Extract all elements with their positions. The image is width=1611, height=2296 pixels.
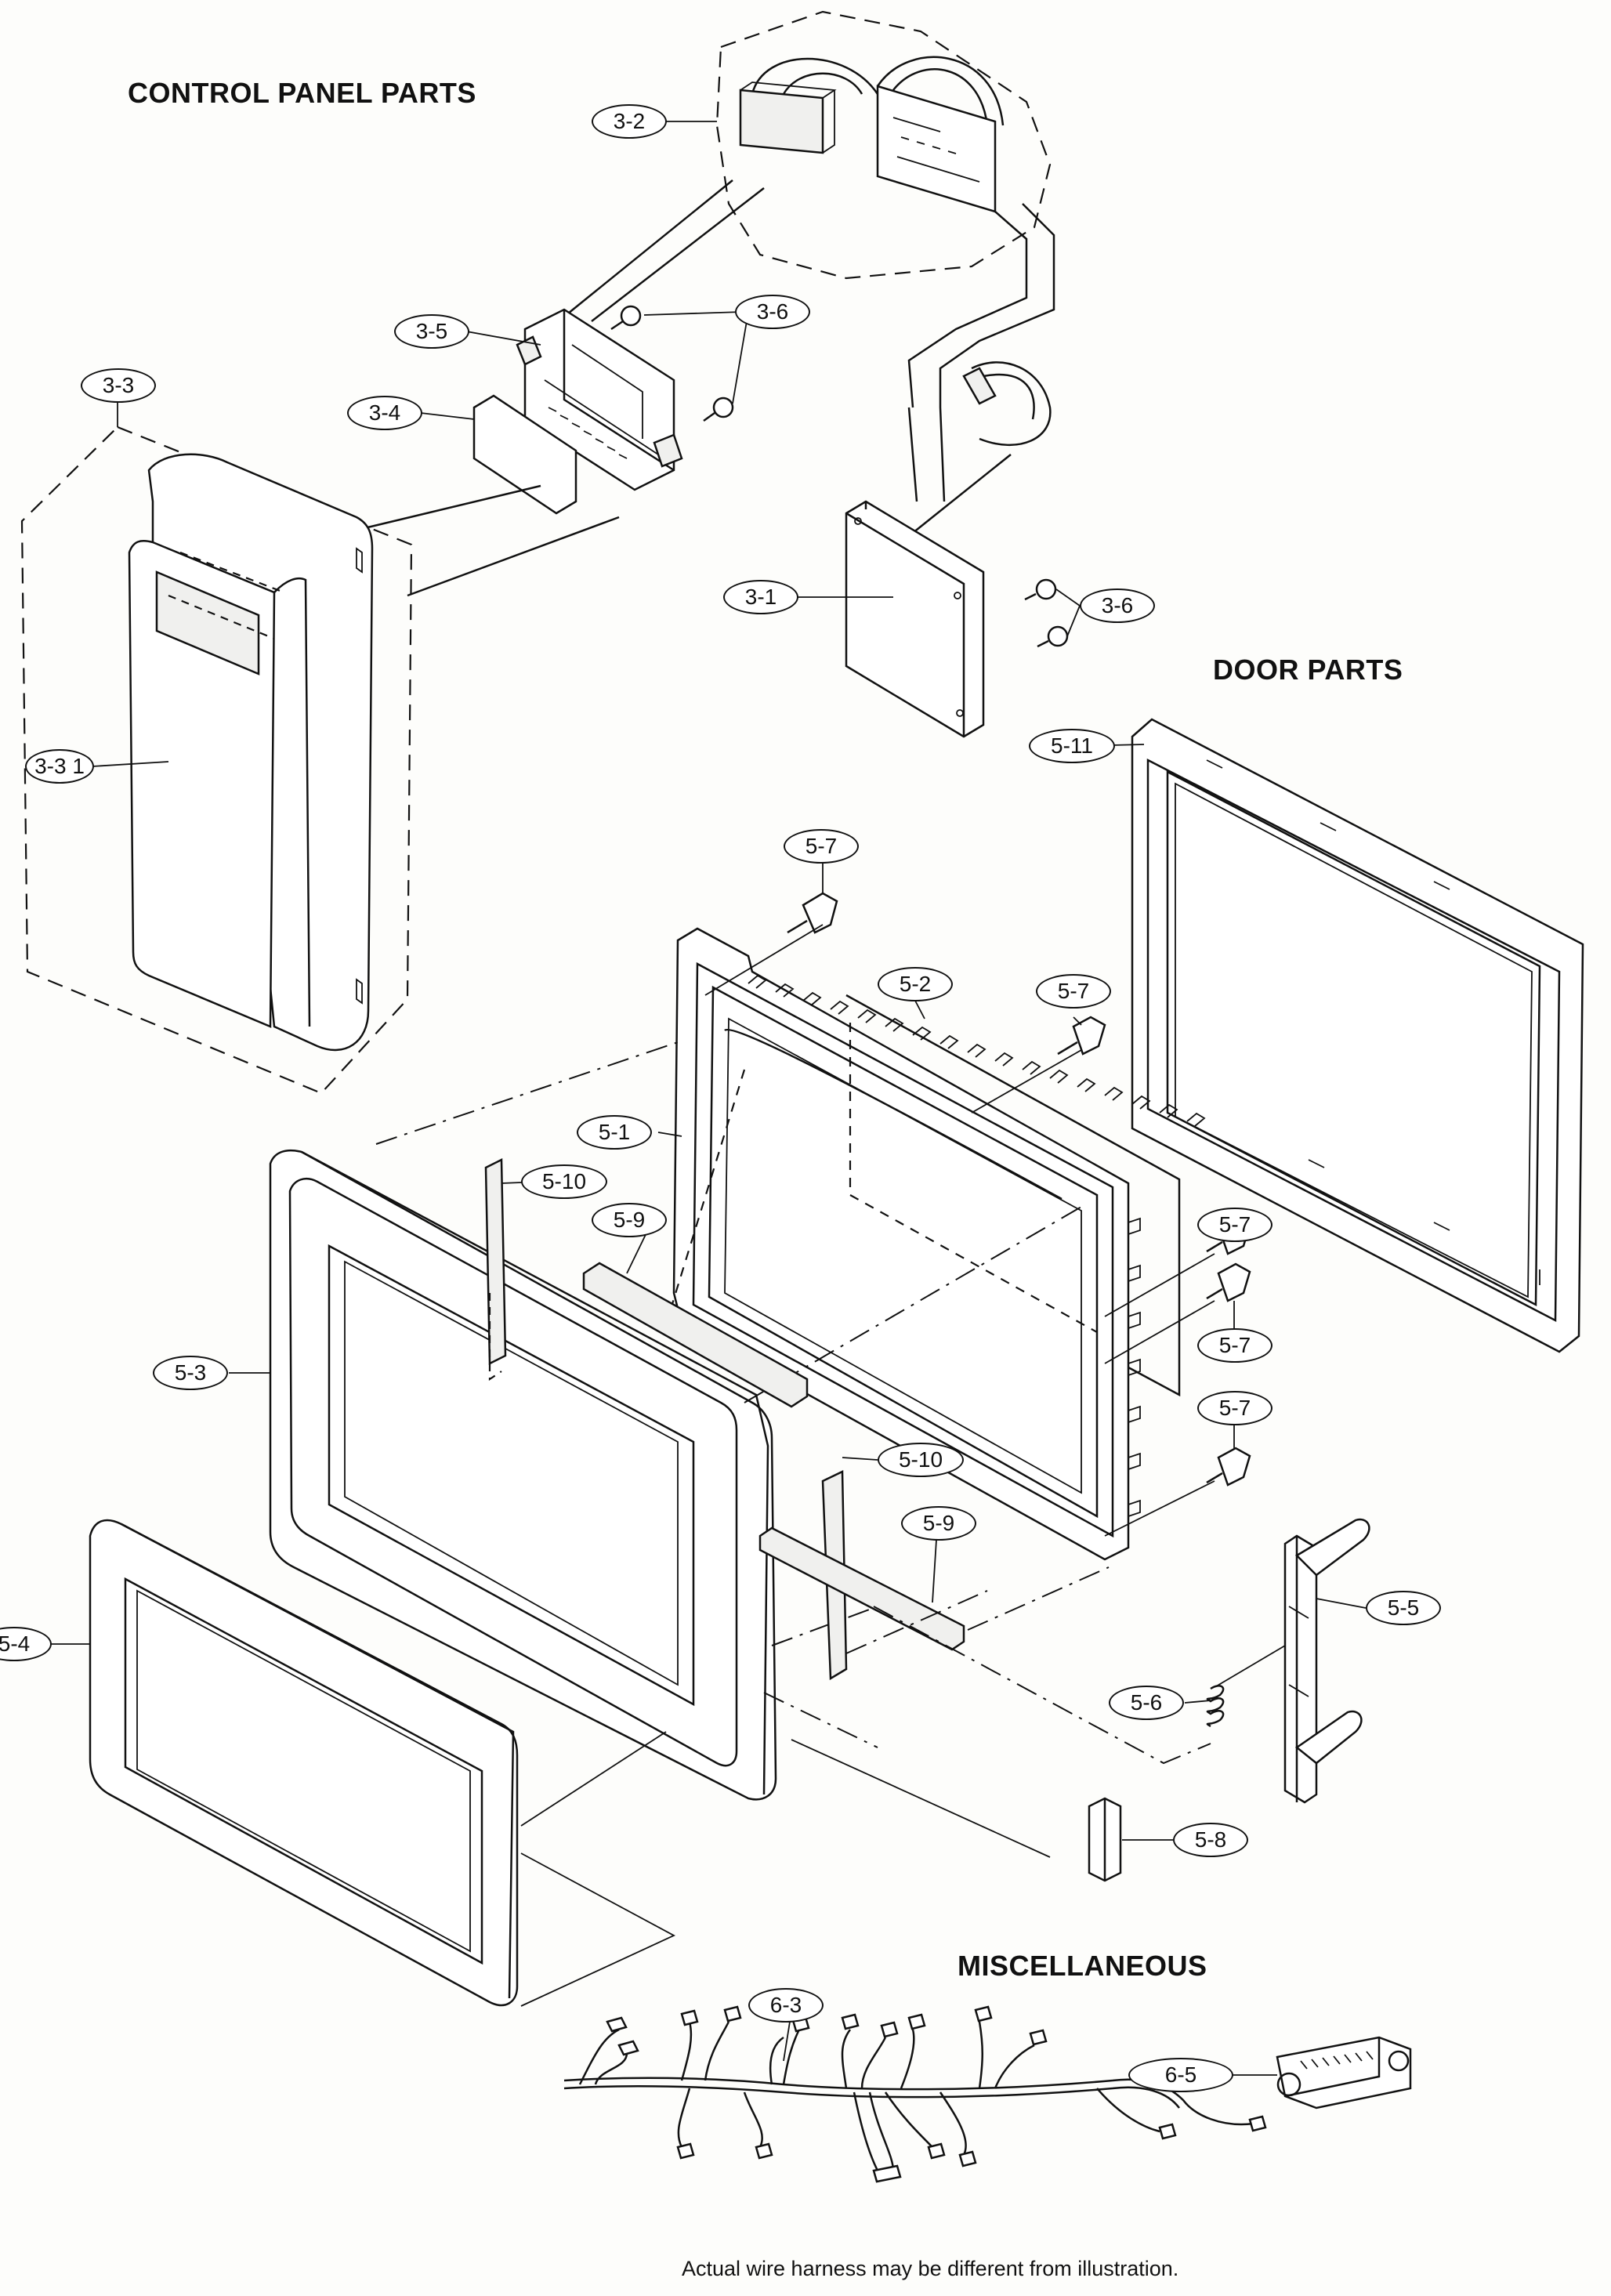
- callout-5-7-e[interactable]: 5-7: [1197, 1391, 1273, 1425]
- choke-cover-frame: [1131, 718, 1584, 1353]
- wire-harness: [563, 2005, 1412, 2183]
- door-front-frame: [269, 1041, 1082, 1801]
- callout-6-3[interactable]: 6-3: [748, 1988, 824, 2023]
- callout-3-5[interactable]: 3-5: [394, 314, 469, 349]
- callout-5-3[interactable]: 5-3: [153, 1356, 228, 1390]
- control-panel-frame: [20, 426, 413, 1095]
- callout-5-9-b[interactable]: 5-9: [901, 1506, 976, 1541]
- callout-5-2[interactable]: 5-2: [878, 967, 953, 1001]
- callout-3-4[interactable]: 3-4: [347, 396, 422, 430]
- callout-5-1[interactable]: 5-1: [577, 1115, 652, 1150]
- door-outer-panel: [89, 1519, 676, 2007]
- callout-3-3-1[interactable]: 3-3 1: [25, 749, 94, 784]
- callout-3-6-top[interactable]: 3-6: [735, 295, 810, 329]
- control-unit-bracket: [344, 305, 734, 597]
- callout-5-5[interactable]: 5-5: [1366, 1591, 1441, 1625]
- callout-3-6-bottom[interactable]: 3-6: [1080, 588, 1155, 623]
- callout-5-10-b[interactable]: 5-10: [878, 1443, 964, 1477]
- callout-3-1[interactable]: 3-1: [723, 580, 798, 614]
- callout-6-5[interactable]: 6-5: [1128, 2058, 1233, 2092]
- callout-5-10-a[interactable]: 5-10: [521, 1164, 607, 1199]
- section-title-control-panel: CONTROL PANEL PARTS: [128, 77, 476, 109]
- callout-3-2[interactable]: 3-2: [592, 104, 667, 139]
- callout-3-3[interactable]: 3-3: [81, 368, 156, 403]
- callout-5-7-c[interactable]: 5-7: [1197, 1208, 1273, 1242]
- latch-hardware: [791, 1518, 1370, 1882]
- callout-5-9-a[interactable]: 5-9: [592, 1203, 667, 1237]
- section-title-door: DOOR PARTS: [1213, 654, 1403, 686]
- wire-harness-note: Actual wire harness may be different fro…: [682, 2257, 1179, 2280]
- flat-cable-assembly: [567, 10, 1055, 534]
- callout-5-7-a[interactable]: 5-7: [784, 829, 859, 864]
- callout-5-11[interactable]: 5-11: [1029, 729, 1115, 763]
- callout-5-8[interactable]: 5-8: [1173, 1823, 1248, 1857]
- section-title-miscellaneous: MISCELLANEOUS: [958, 1950, 1207, 1982]
- callout-5-7-b[interactable]: 5-7: [1036, 974, 1111, 1009]
- callout-5-6[interactable]: 5-6: [1109, 1686, 1184, 1720]
- choke-strips: [484, 1157, 1110, 1681]
- control-unit-pcb: [845, 500, 1069, 738]
- callout-5-7-d[interactable]: 5-7: [1197, 1328, 1273, 1363]
